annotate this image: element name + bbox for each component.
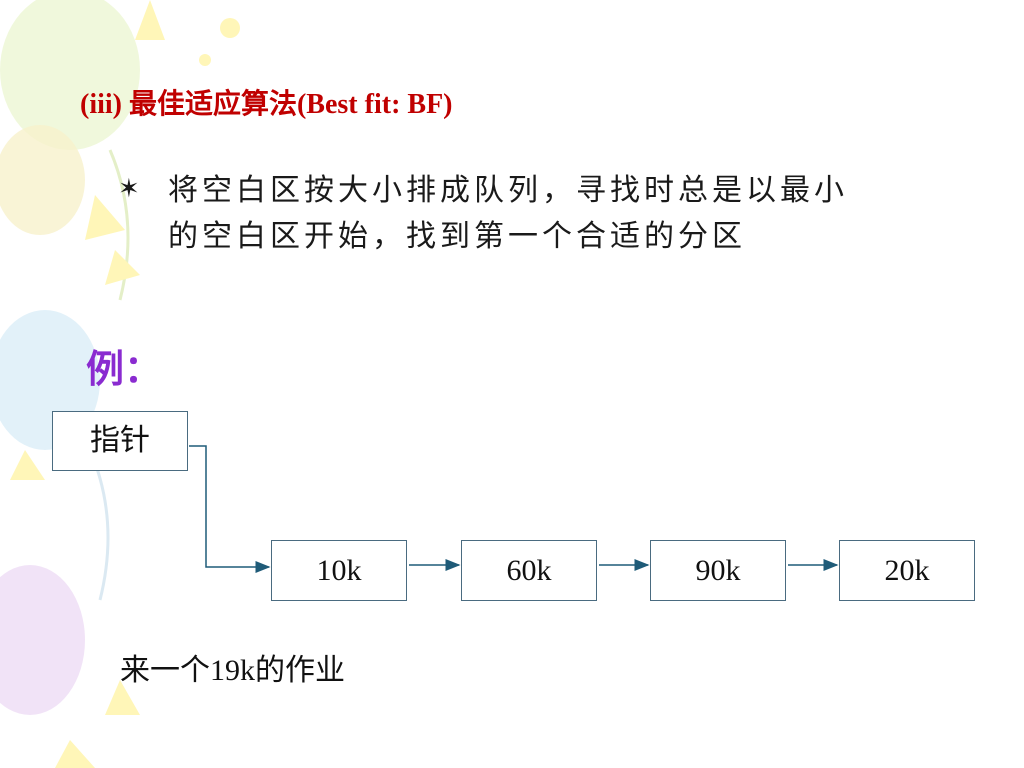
free-block-node: 20k: [839, 540, 975, 601]
star-icon: ✶: [118, 174, 140, 203]
example-label: 例：: [86, 349, 163, 391]
free-block-node: 90k: [650, 540, 786, 601]
pointer-arrow: [189, 445, 271, 573]
slide-title: (iii) 最佳适应算法(Best fit: BF): [80, 89, 453, 120]
free-block-node: 10k: [271, 540, 407, 601]
bullet-text: 将空白区按大小排成队列，寻找时总是以最小的空白区开始，找到第一个合适的分区: [168, 174, 848, 253]
job-note: 来一个19k的作业: [120, 654, 345, 687]
pointer-box: 指针: [52, 411, 188, 471]
free-block-node: 60k: [461, 540, 597, 601]
